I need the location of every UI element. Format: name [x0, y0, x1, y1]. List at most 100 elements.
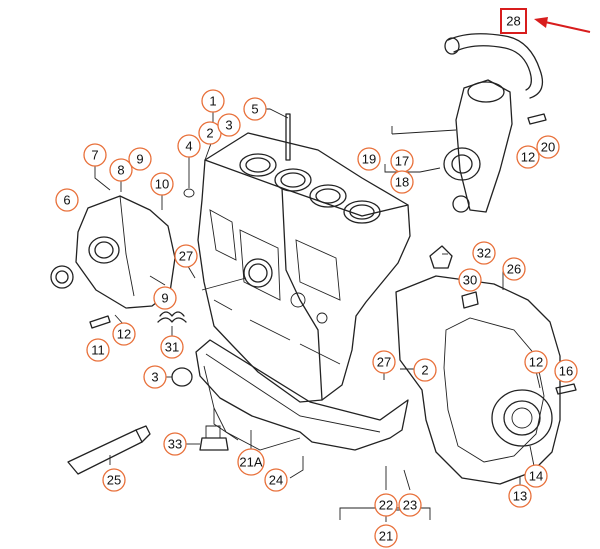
callout-ring [508, 484, 532, 508]
callout-label: 19 [362, 152, 376, 167]
callout-ring [372, 350, 396, 374]
callout-ring [55, 188, 79, 212]
callout-c3b: 3 [143, 365, 167, 389]
callout-c4: 4 [177, 134, 201, 158]
callout-c27a: 27 [174, 244, 198, 268]
callout-label: 2 [206, 126, 213, 141]
callout-ring [243, 97, 267, 121]
callout-c1: 1 [201, 89, 225, 113]
callout-c12a: 12 [112, 322, 136, 346]
callout-c33: 33 [163, 432, 187, 456]
callout-label: 5 [251, 102, 258, 117]
callout-c18: 18 [390, 170, 414, 194]
callout-c31: 31 [160, 335, 184, 359]
callout-label: 14 [529, 469, 543, 484]
callout-label: 12 [117, 327, 131, 342]
callout-label: 9 [161, 291, 168, 306]
callout-c17: 17 [390, 149, 414, 173]
callout-ring [413, 358, 437, 382]
callout-c8: 8 [109, 158, 133, 182]
callout-c2b: 2 [413, 358, 437, 382]
callout-c16: 16 [554, 359, 578, 383]
highlighted-callout-28: 28 [500, 8, 527, 34]
callout-c32: 32 [472, 241, 496, 265]
callout-label: 26 [507, 262, 521, 277]
callout-label: 12 [529, 355, 543, 370]
callout-ring [177, 134, 201, 158]
callout-ring [86, 338, 110, 362]
callout-label: 13 [513, 489, 527, 504]
callout-c11: 11 [86, 338, 110, 362]
callout-label: 20 [541, 140, 555, 155]
callout-c7: 7 [83, 143, 107, 167]
callout-ring [128, 147, 152, 171]
callout-ring [516, 145, 540, 169]
callout-c27b: 27 [372, 350, 396, 374]
callout-label: 30 [463, 273, 477, 288]
callout-c12c: 12 [524, 350, 548, 374]
callout-label: 16 [559, 364, 573, 379]
callout-c23: 23 [398, 493, 422, 517]
callout-ring [163, 432, 187, 456]
callout-c21: 21 [374, 524, 398, 548]
callout-ring [143, 365, 167, 389]
callout-c3a: 3 [217, 113, 241, 137]
callout-label: 27 [377, 355, 391, 370]
callout-c24: 24 [264, 468, 288, 492]
callout-ring [524, 464, 548, 488]
callout-label: 10 [155, 177, 169, 192]
callout-ring [109, 158, 133, 182]
callout-label: 18 [395, 175, 409, 190]
callout-ring [201, 89, 225, 113]
callout-label: 32 [477, 246, 491, 261]
callout-label: 3 [151, 370, 158, 385]
callout-ring [398, 493, 422, 517]
callout-ring [160, 335, 184, 359]
callout-ring [554, 359, 578, 383]
callout-label: 22 [379, 498, 393, 513]
callout-label: 21A [239, 455, 262, 470]
callout-c12b: 12 [516, 145, 540, 169]
callout-c26: 26 [502, 257, 526, 281]
callout-label: 8 [117, 163, 124, 178]
callout-ring [374, 524, 398, 548]
callout-ring [83, 143, 107, 167]
callout-28-label: 28 [506, 14, 520, 29]
callout-ring [174, 244, 198, 268]
callout-label: 24 [269, 473, 283, 488]
callout-ring [112, 322, 136, 346]
callout-c2a: 2 [198, 121, 222, 145]
callout-label: 23 [403, 498, 417, 513]
callout-ring [536, 135, 560, 159]
callout-c13: 13 [508, 484, 532, 508]
callout-label: 7 [91, 148, 98, 163]
callout-ring [502, 257, 526, 281]
callout-label: 2 [421, 363, 428, 378]
callout-ring [153, 286, 177, 310]
callout-label: 17 [395, 154, 409, 169]
callout-ring [150, 172, 174, 196]
callout-c19: 19 [357, 147, 381, 171]
callout-label: 11 [91, 343, 105, 358]
rear-plate-drawing [395, 245, 577, 485]
callout-label: 31 [165, 340, 179, 355]
callout-label: 27 [179, 249, 193, 264]
callout-ring [264, 468, 288, 492]
callout-c25: 25 [102, 468, 126, 492]
callout-label: 21 [379, 529, 393, 544]
callout-ring [472, 241, 496, 265]
callout-label: 33 [168, 437, 182, 452]
callout-c14: 14 [524, 464, 548, 488]
callout-c10: 10 [150, 172, 174, 196]
callout-c9a: 9 [128, 147, 152, 171]
callout-label: 4 [185, 139, 192, 154]
callout-label: 3 [225, 118, 232, 133]
callout-label: 9 [136, 152, 143, 167]
callout-label: 6 [63, 193, 70, 208]
callout-ring [237, 448, 265, 476]
callout-c20: 20 [536, 135, 560, 159]
oil-pan-drawing [195, 339, 409, 451]
callout-label: 1 [209, 94, 216, 109]
